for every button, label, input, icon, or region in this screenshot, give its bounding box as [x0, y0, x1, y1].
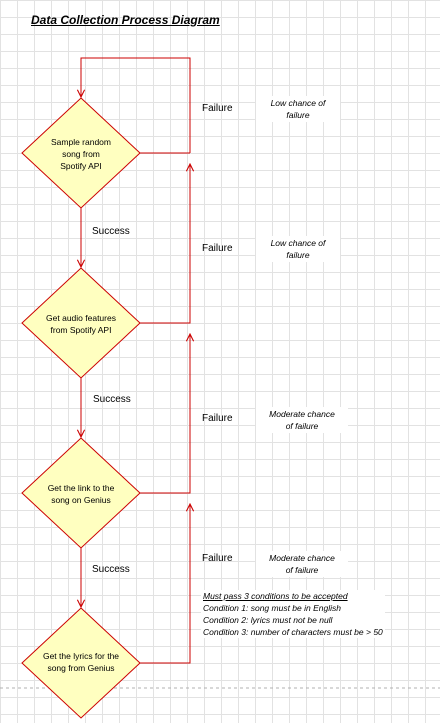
failure-note-1: Low chance of failure [256, 96, 340, 122]
step-diamond-lyrics [21, 607, 141, 719]
failure-label-1: Failure [202, 103, 233, 114]
condition-item: Condition 3: number of characters must b… [203, 627, 383, 637]
step-text-2: Get audio features from Spotify API [46, 313, 116, 335]
failure-note-4: Moderate chance of failure [256, 551, 348, 577]
success-label-1: Success [92, 226, 130, 237]
condition-item: Condition 2: lyrics must not be null [203, 615, 333, 625]
step-text-4: Get the lyrics for the song from Genius [42, 651, 120, 673]
step-text-1: Sample random song from Spotify API [50, 137, 111, 171]
diagram-title: Data Collection Process Diagram [31, 13, 220, 27]
failure-note-3: Moderate chance of failure [256, 407, 348, 433]
failure-arrow-4 [140, 504, 190, 664]
failure-label-2: Failure [202, 243, 233, 254]
condition-item: Condition 1: song must be in English [203, 603, 341, 613]
success-label-2: Success [93, 394, 131, 405]
failure-arrow-3 [140, 334, 190, 494]
failure-label-3: Failure [202, 413, 233, 424]
failure-arrow-2 [140, 164, 190, 324]
conditions-note: Must pass 3 conditions to be accepted Co… [201, 590, 385, 638]
conditions-header: Must pass 3 conditions to be accepted [203, 591, 348, 601]
failure-note-2: Low chance of failure [256, 236, 340, 262]
loop-entry-connector [81, 57, 191, 153]
step-text-3: Get the link to the song on Genius [47, 483, 115, 505]
failure-label-4: Failure [202, 553, 233, 564]
success-label-3: Success [92, 564, 130, 575]
